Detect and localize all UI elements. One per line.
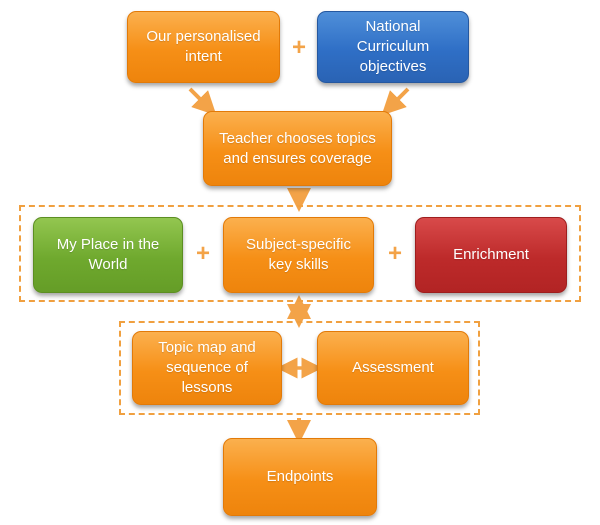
- dashed-group-row: [19, 205, 581, 302]
- dashed-group-plan: [119, 321, 480, 415]
- node-label: Assessment: [352, 359, 434, 376]
- node-assessment: Assessment: [317, 331, 469, 405]
- node-subject-specific-skills: Subject-specific key skills: [223, 217, 374, 293]
- node-label: Subject-specific key skills: [245, 236, 352, 273]
- node-teacher-chooses-topics: Teacher chooses topics and ensures cover…: [203, 111, 392, 186]
- arrow-national-to-teacher: [381, 87, 410, 116]
- node-label: Endpoints: [266, 468, 334, 485]
- plus-sign: +: [195, 240, 210, 267]
- node-label: Topic map and sequence of lessons: [158, 339, 256, 396]
- plus-sign: +: [387, 240, 402, 267]
- node-national-curriculum: National Curriculum objectives: [317, 11, 469, 83]
- node-label: Our personalised intent: [146, 28, 261, 65]
- arrow-intent-to-teacher: [188, 87, 217, 116]
- node-label: My Place in the World: [56, 236, 160, 273]
- plus-sign: +: [291, 34, 306, 61]
- node-label: Teacher chooses topics and ensures cover…: [219, 129, 376, 167]
- node-enrichment: Enrichment: [415, 217, 567, 293]
- node-topic-map: Topic map and sequence of lessons: [132, 331, 282, 405]
- node-my-place-in-the-world: My Place in the World: [33, 217, 183, 293]
- node-endpoints: Endpoints: [223, 438, 377, 516]
- node-label: National Curriculum objectives: [356, 18, 430, 75]
- node-label: Enrichment: [453, 246, 529, 263]
- node-personalised-intent: Our personalised intent: [127, 11, 280, 83]
